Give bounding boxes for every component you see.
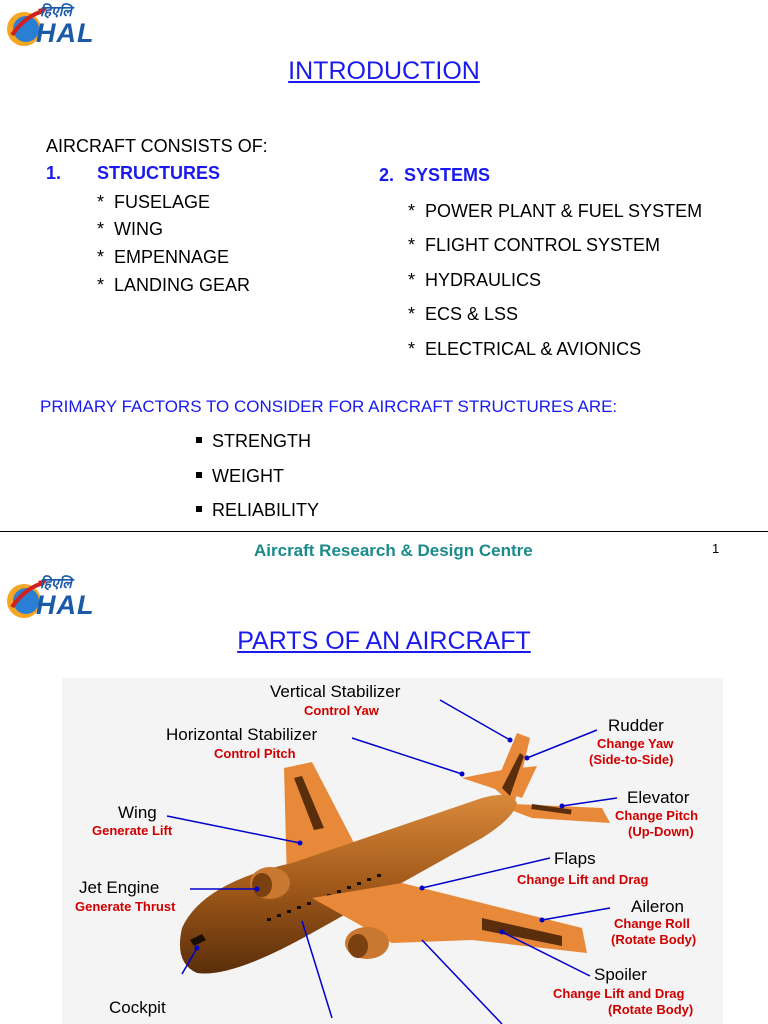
pointer-line: [421, 939, 503, 1024]
pointer-line: [501, 931, 591, 977]
label-horizontal-stabilizer: Horizontal Stabilizer: [166, 725, 318, 744]
systems-heading: 2. SYSTEMS: [379, 165, 491, 185]
pointer-line: [541, 907, 611, 921]
factor-label: WEIGHT: [212, 466, 284, 486]
label-rudder: Rudder: [608, 716, 664, 735]
footer-text: Aircraft Research & Design Centre: [254, 541, 533, 560]
pointer-line: [421, 857, 551, 889]
structures-number: 1.: [46, 163, 62, 183]
slide-title: INTRODUCTION: [288, 57, 480, 85]
page-number: 1: [712, 541, 720, 556]
label-aileron: Aileron: [631, 897, 684, 916]
logo-hindi-text: हिएलि: [40, 576, 72, 592]
pointer-line: [301, 920, 333, 1019]
sublabel-rudder-2: (Side-to-Side): [589, 752, 674, 767]
hal-logo: हिएलि HAL: [4, 574, 122, 624]
factor-item: STRENGTH: [196, 431, 311, 452]
systems-item: * HYDRAULICS: [408, 270, 542, 290]
slide-title: PARTS OF AN AIRCRAFT: [237, 627, 531, 655]
label-wing: Wing: [118, 803, 157, 822]
sublabel-wing: Generate Lift: [92, 823, 173, 838]
pointer-line: [439, 699, 511, 741]
logo-hindi-text: हिएलि: [40, 4, 72, 20]
sublabel-horizontal-stabilizer: Control Pitch: [214, 746, 296, 761]
structures-item: * LANDING GEAR: [97, 275, 251, 295]
sublabel-aileron-1: Change Roll: [614, 916, 690, 931]
structures-item: * WING: [97, 219, 163, 239]
pointer-line: [181, 947, 198, 975]
factor-item: WEIGHT: [196, 466, 284, 487]
square-bullet-icon: [196, 506, 202, 513]
footer-divider: [0, 531, 768, 532]
pointer-line: [561, 797, 618, 807]
systems-item: * POWER PLANT & FUEL SYSTEM: [408, 201, 703, 221]
sublabel-aileron-2: (Rotate Body): [611, 932, 697, 947]
label-flaps: Flaps: [554, 849, 596, 868]
fuselage-shape: [179, 794, 517, 974]
square-bullet-icon: [196, 472, 202, 479]
sublabel-vertical-stabilizer: Control Yaw: [304, 703, 379, 718]
logo-brand-text: HAL: [36, 18, 95, 48]
label-vertical-stabilizer: Vertical Stabilizer: [270, 682, 401, 701]
structures-heading: STRUCTURES: [97, 163, 221, 183]
sublabel-spoiler-1: Change Lift and Drag: [553, 986, 685, 1001]
aircraft-illustration: [166, 699, 618, 1024]
label-jet-engine: Jet Engine: [79, 878, 160, 897]
primary-factors-heading: PRIMARY FACTORS TO CONSIDER FOR AIRCRAFT…: [40, 397, 618, 416]
systems-item: * ECS & LSS: [408, 304, 519, 324]
logo-brand-text: HAL: [36, 590, 95, 620]
label-cockpit: Cockpit: [109, 998, 166, 1017]
square-bullet-icon: [196, 437, 202, 444]
label-spoiler: Spoiler: [594, 965, 647, 984]
factor-label: RELIABILITY: [212, 500, 320, 520]
sublabel-rudder-1: Change Yaw: [597, 736, 674, 751]
intro-text: AIRCRAFT CONSISTS OF:: [46, 136, 268, 156]
pointer-line: [351, 737, 463, 775]
systems-item: * ELECTRICAL & AVIONICS: [408, 339, 642, 359]
sublabel-flaps: Change Lift and Drag: [517, 872, 649, 887]
sublabel-elevator-2: (Up-Down): [628, 824, 694, 839]
sublabel-jet-engine: Generate Thrust: [75, 899, 176, 914]
pointer-line: [526, 729, 598, 759]
structures-item: * FUSELAGE: [97, 192, 211, 212]
factor-label: STRENGTH: [212, 431, 311, 451]
globe-icon: [7, 7, 48, 46]
pointer-line: [166, 815, 301, 844]
aircraft-diagram: Vertical Stabilizer Control Yaw Horizont…: [62, 678, 723, 1024]
slide-1: हिएलि HAL INTRODUCTION AIRCRAFT CONSISTS…: [0, 2, 768, 560]
systems-item: * FLIGHT CONTROL SYSTEM: [408, 235, 661, 255]
factor-item: RELIABILITY: [196, 500, 319, 521]
sublabel-spoiler-2: (Rotate Body): [608, 1002, 694, 1017]
elevator-shape: [492, 803, 610, 823]
hal-logo: हिएलि HAL: [4, 2, 122, 52]
structures-item: * EMPENNAGE: [97, 247, 230, 267]
label-elevator: Elevator: [627, 788, 690, 807]
globe-icon: [7, 579, 48, 618]
sublabel-elevator-1: Change Pitch: [615, 808, 699, 823]
slide-2: हिएलि HAL PARTS OF AN AIRCRAFT: [0, 572, 768, 1024]
